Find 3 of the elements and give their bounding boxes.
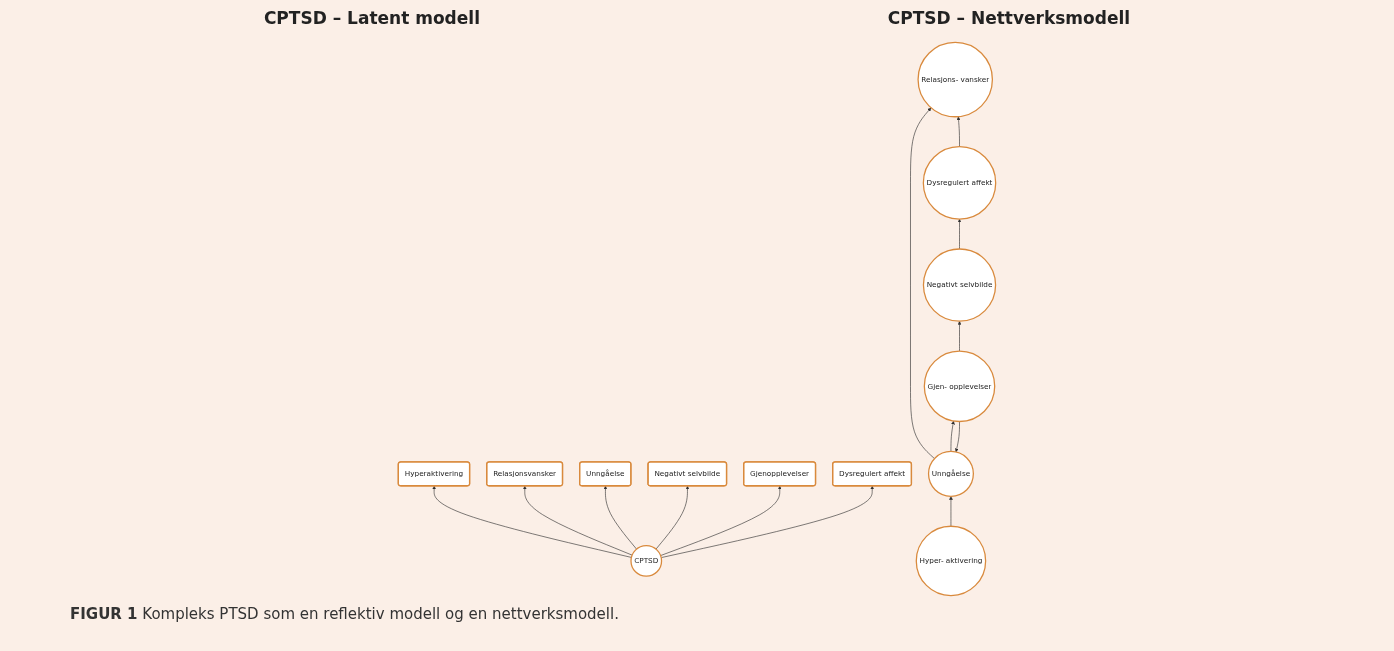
panel-heading: CPTSD – Latent modell bbox=[263, 8, 480, 30]
panel-heading: CPTSD – Nettverksmodell bbox=[887, 8, 1131, 30]
figure-caption: FIGUR 1 Kompleks PTSD som en reflektiv modell og en nettverksmodell. bbox=[70, 605, 619, 623]
